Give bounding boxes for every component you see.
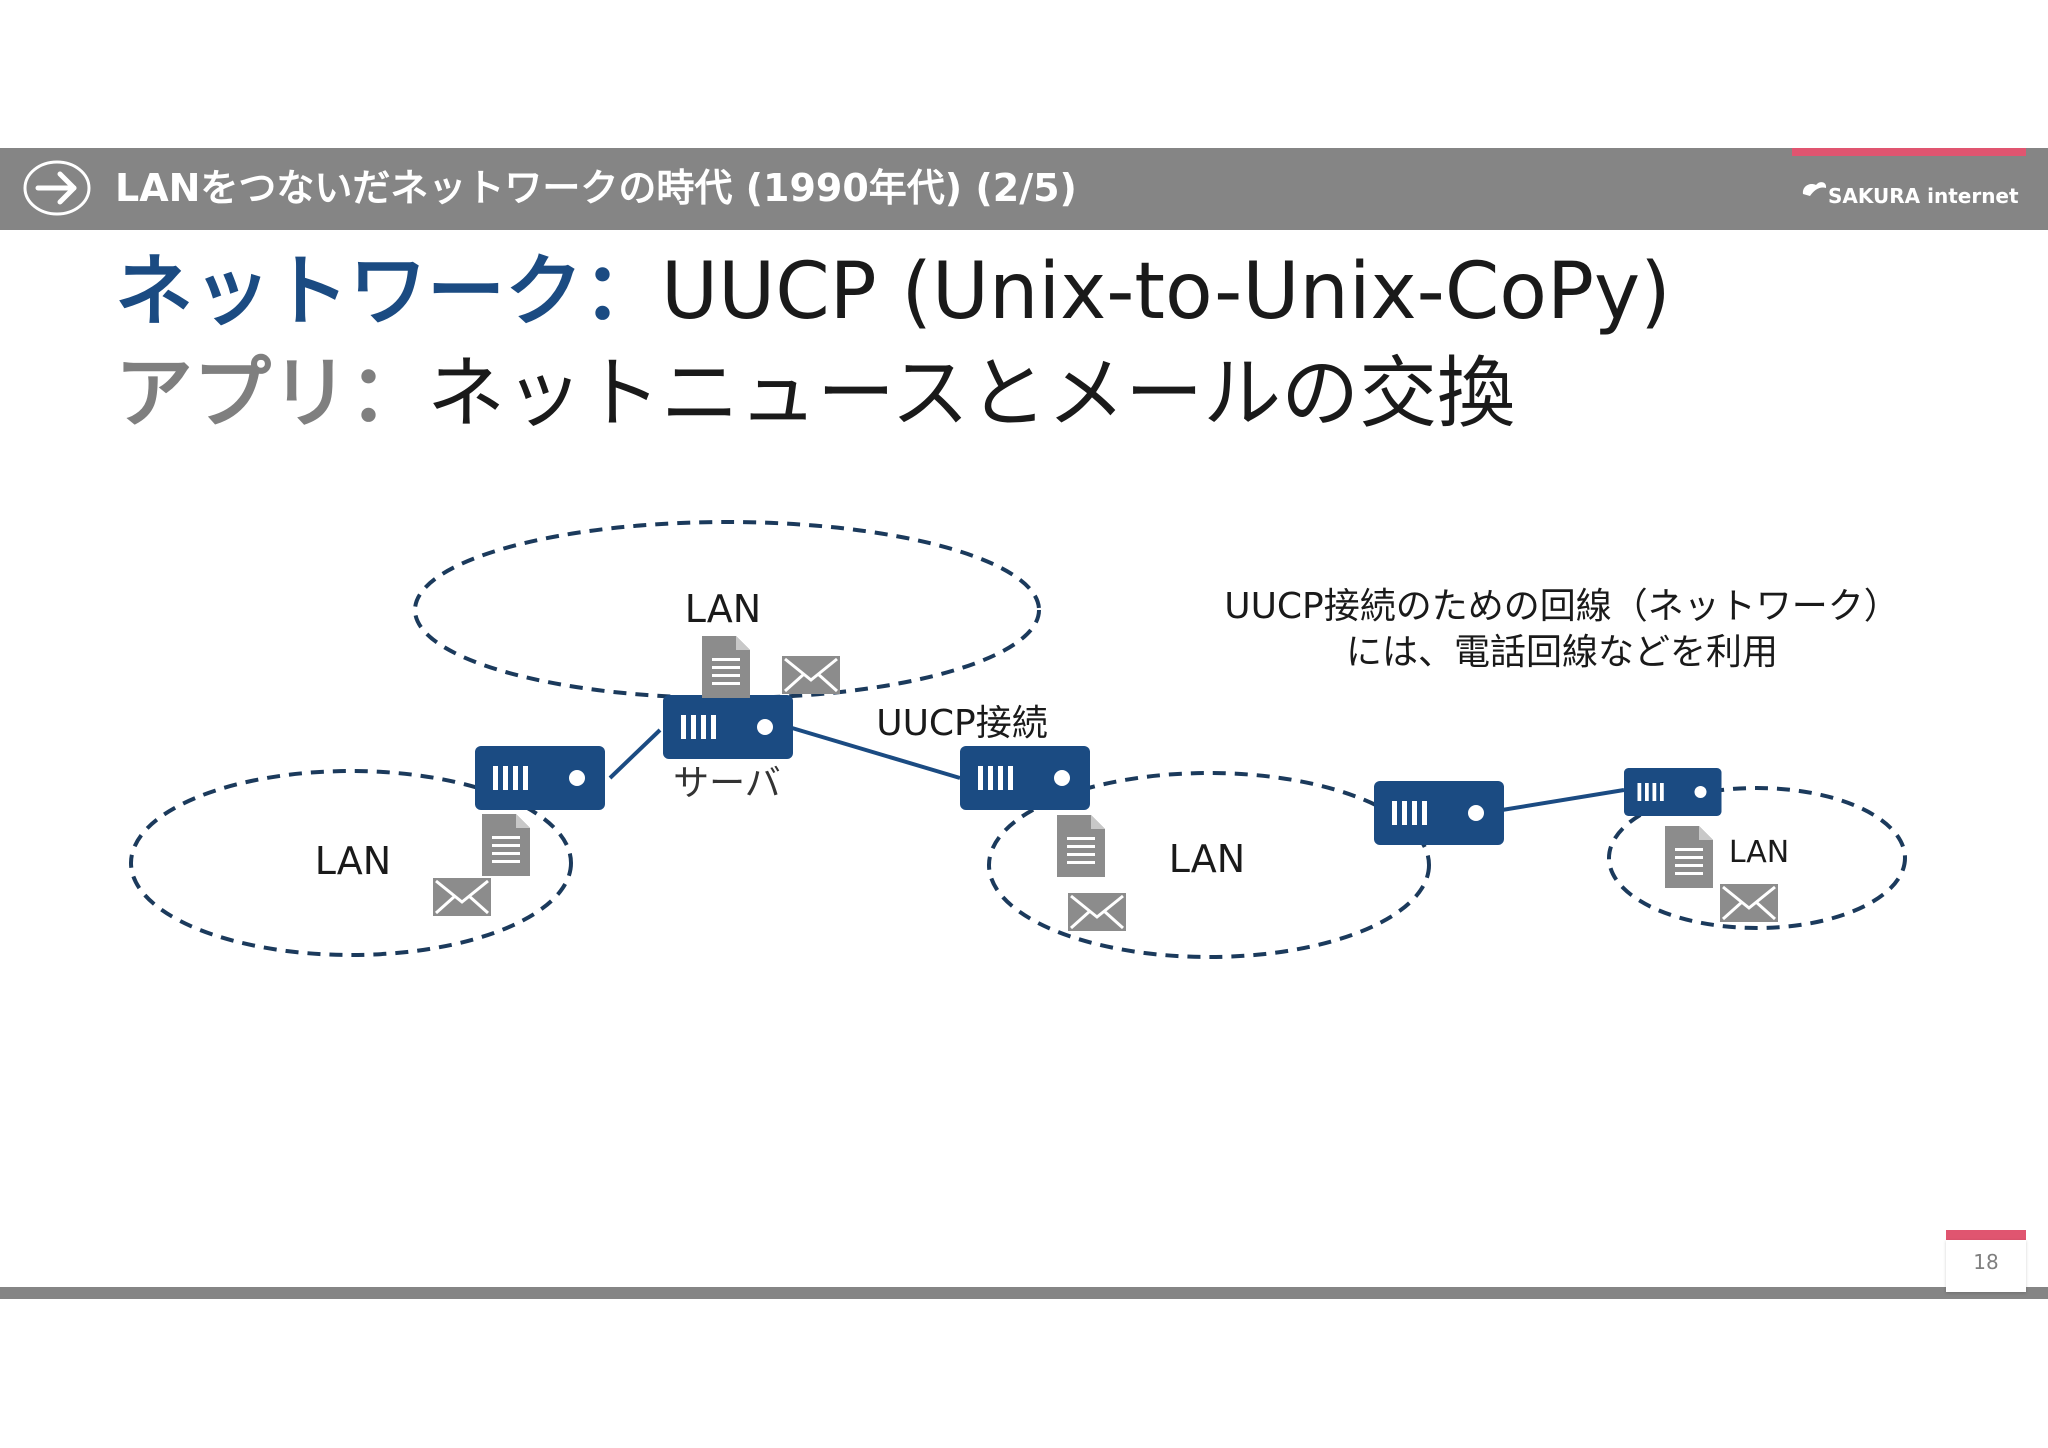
page-accent-bar [1946, 1230, 2026, 1240]
lan-label-right: LAN [1729, 835, 1789, 870]
lan-boundary-right [1607, 786, 1907, 930]
app-heading: アプリ：ネットニュースとメールの交換 [115, 344, 1515, 444]
document-icon [1057, 815, 1105, 877]
server-middle-right [1374, 781, 1504, 845]
uucp-connection-label: UUCP接続 [876, 703, 1048, 744]
server-middle [960, 746, 1090, 810]
note-line-1: UUCP接続のための回線（ネットワーク） [1224, 586, 1900, 627]
server-left [475, 746, 605, 810]
page-number: 18 [1973, 1250, 1999, 1274]
lan-label-top: LAN [685, 587, 761, 631]
page-number-tab [1946, 1240, 2026, 1292]
document-icon [1665, 826, 1713, 888]
lan-label-left: LAN [315, 839, 391, 883]
sakura-logo-icon [1802, 182, 1827, 196]
lan-boundary-middle [987, 771, 1431, 959]
footer-bar [0, 1287, 2048, 1299]
app-value: ネットニュースとメールの交換 [427, 349, 1516, 439]
mail-icon [780, 654, 842, 696]
note-line-2: には、電話回線などを利用 [1346, 632, 1778, 673]
brand-logo: SAKURA internet [1828, 184, 2019, 208]
slide-title: LANをつないだネットワークの時代 (1990年代) (2/5) [115, 166, 1077, 210]
lan-label-middle: LAN [1169, 837, 1245, 881]
server-label: サーバ [673, 763, 781, 804]
link-middle-to-right [1501, 788, 1625, 812]
header-bar [0, 148, 2048, 230]
link-left-to-server [608, 728, 662, 780]
server-right [1624, 768, 1722, 816]
mail-icon [1066, 891, 1128, 933]
mail-icon [1718, 882, 1780, 924]
network-heading: ネットワーク：UUCP (Unix-to-Unix-CoPy) [115, 242, 1671, 342]
arrow-right-icon[interactable] [22, 158, 92, 218]
network-value: UUCP (Unix-to-Unix-CoPy) [661, 247, 1671, 337]
uucp-link [791, 726, 961, 780]
app-label: アプリ： [115, 349, 428, 439]
brand-accent-bar [1792, 148, 2026, 156]
server-top [663, 695, 793, 759]
document-icon [702, 636, 750, 698]
network-label: ネットワーク： [115, 247, 662, 337]
mail-icon [431, 876, 493, 918]
document-icon [482, 814, 530, 876]
lan-boundary-left [129, 769, 573, 957]
